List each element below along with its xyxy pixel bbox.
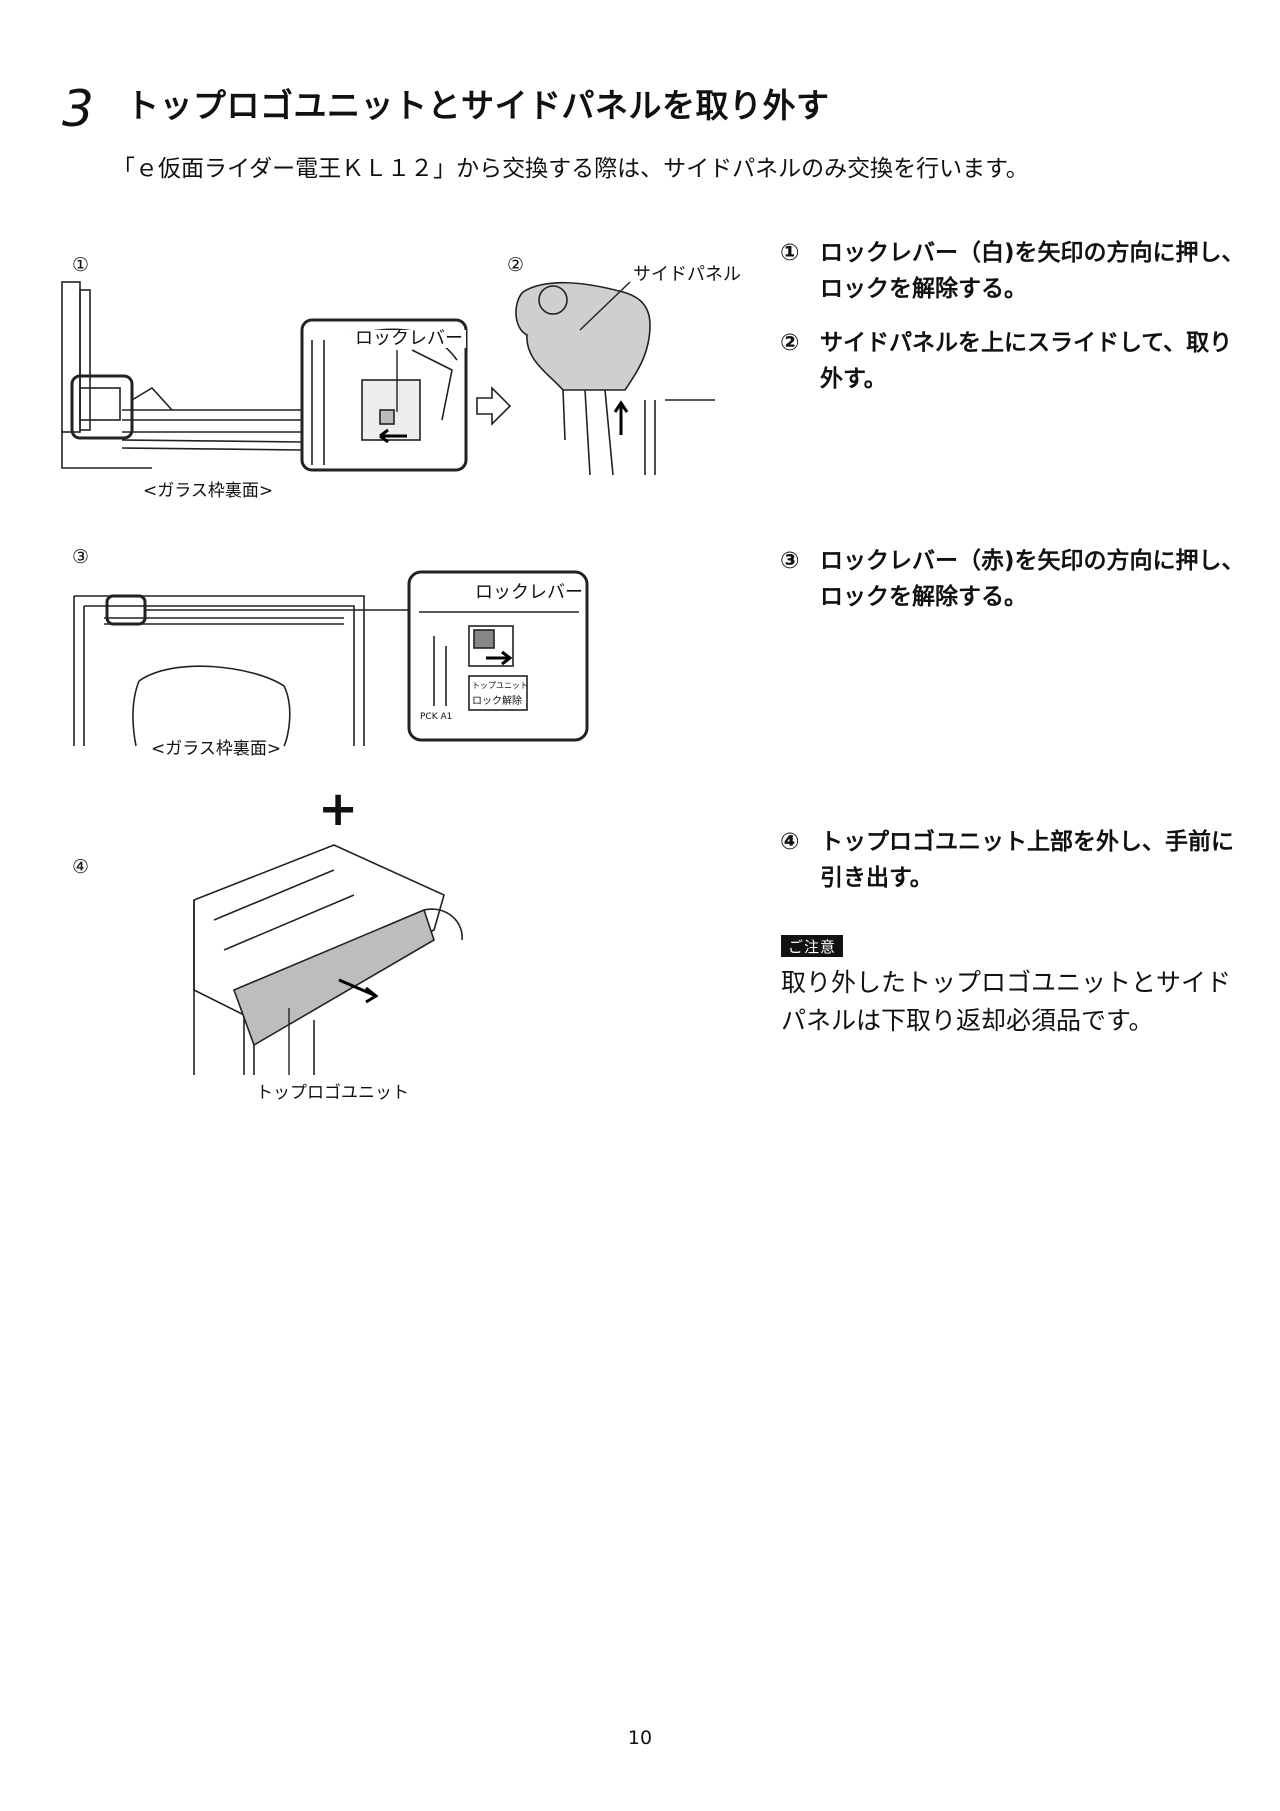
figure-4-illustration bbox=[193, 844, 463, 1075]
figure-2-illustration bbox=[515, 281, 715, 476]
instruction-4-number: ④ bbox=[780, 829, 800, 855]
plus-sign: + bbox=[318, 781, 359, 837]
instruction-2: ② サイドパネルを上にスライドして、取り外す。 bbox=[780, 326, 1250, 397]
instruction-3: ③ ロックレバー（赤)を矢印の方向に押し、ロックを解除する。 bbox=[780, 544, 1250, 615]
figure-2-label: ② bbox=[507, 254, 525, 276]
notice-text: 取り外したトップロゴユニットとサイドパネルは下取り返却必須品です。 bbox=[781, 968, 1232, 1035]
figure-3-label: ③ bbox=[72, 546, 90, 568]
instruction-4-text: トップロゴユニット上部を外し、手前に引き出す。 bbox=[820, 829, 1234, 891]
figure-3-tag-main: ロック解除 bbox=[472, 696, 522, 707]
instruction-3-text: ロックレバー（赤)を矢印の方向に押し、ロックを解除する。 bbox=[820, 548, 1245, 610]
instruction-2-number: ② bbox=[780, 330, 800, 356]
instruction-1-text: ロックレバー（白)を矢印の方向に押し、ロックを解除する。 bbox=[820, 240, 1245, 302]
figure-3-tag-small: トップユニット bbox=[472, 681, 528, 690]
figure-2-callout: サイドパネル bbox=[633, 264, 741, 285]
page-number: 10 bbox=[627, 1727, 653, 1749]
figure-1-illustration bbox=[61, 281, 512, 472]
figure-1-callout: ロックレバー bbox=[352, 330, 466, 348]
section-subtitle: 「ｅ仮面ライダー電王ＫＬ１２」から交換する際は、サイドパネルのみ交換を行います。 bbox=[112, 156, 1029, 182]
instruction-1: ① ロックレバー（白)を矢印の方向に押し、ロックを解除する。 bbox=[780, 236, 1250, 307]
figure-3-illustration bbox=[73, 570, 589, 747]
figure-3-callout: ロックレバー bbox=[475, 582, 583, 603]
figure-4-label: ④ bbox=[72, 856, 90, 878]
notice-badge: ご注意 bbox=[781, 935, 843, 957]
figure-1-caption: <ガラス枠裏面> bbox=[143, 481, 274, 501]
instruction-3-number: ③ bbox=[780, 548, 800, 574]
instruction-2-text: サイドパネルを上にスライドして、取り外す。 bbox=[820, 330, 1233, 392]
figure-3-tag-code: PCK A1 bbox=[420, 712, 453, 722]
section-title: トップロゴユニットとサイドパネルを取り外す bbox=[126, 86, 830, 125]
instruction-4: ④ トップロゴユニット上部を外し、手前に引き出す。 bbox=[780, 825, 1250, 896]
figure-1-label: ① bbox=[72, 254, 90, 276]
figure-3-caption: <ガラス枠裏面> bbox=[151, 739, 282, 759]
step-number: 3 bbox=[62, 80, 94, 138]
instruction-1-number: ① bbox=[780, 240, 800, 266]
figure-4-caption: トップロゴユニット bbox=[256, 1083, 409, 1103]
